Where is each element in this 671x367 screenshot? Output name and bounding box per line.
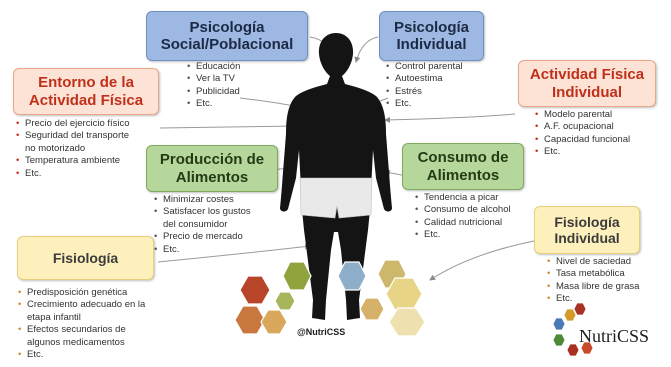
box-psicologia-social-line2: Social/Poblacional bbox=[161, 36, 294, 53]
brand-name: NutriCSS bbox=[579, 326, 649, 347]
list-item: no motorizado bbox=[15, 143, 130, 155]
box-psicologia-individual-line2: Individual bbox=[396, 36, 466, 53]
list-item: Satisfacer los gustos bbox=[153, 206, 251, 218]
list-item: del consumidor bbox=[153, 219, 251, 231]
list-item: Precio de mercado bbox=[153, 231, 251, 243]
box-consumo-line1: Consumo de bbox=[418, 149, 509, 166]
list-actividad-individual: Modelo parental A.F. ocupacional Capacid… bbox=[534, 109, 630, 159]
list-item: Etc. bbox=[385, 98, 463, 110]
list-produccion: Minimizar costes Satisfacer los gustos d… bbox=[153, 194, 251, 256]
box-actividad-individual-line1: Actividad Física bbox=[530, 66, 644, 83]
box-fisiologia-individual: Fisiología Individual bbox=[534, 206, 640, 254]
box-entorno-actividad: Entorno de la Actividad Física bbox=[13, 68, 159, 115]
box-produccion-line1: Producción de bbox=[160, 151, 264, 168]
list-item: Calidad nutricional bbox=[414, 217, 511, 229]
list-item: Seguridad del transporte bbox=[15, 130, 130, 142]
list-psicologia-social: Educación Ver la TV Publicidad Etc. bbox=[186, 61, 240, 111]
list-item: Educación bbox=[186, 61, 240, 73]
box-actividad-individual-line2: Individual bbox=[552, 84, 622, 101]
list-psicologia-individual: Control parental Autoestima Estrés Etc. bbox=[385, 61, 463, 111]
box-fisiologia: Fisiología bbox=[17, 236, 154, 280]
box-actividad-individual: Actividad Física Individual bbox=[518, 60, 656, 107]
list-item: Etc. bbox=[153, 244, 251, 256]
list-item: Temperatura ambiente bbox=[15, 155, 130, 167]
list-item: Etc. bbox=[546, 293, 639, 305]
list-item: A.F. ocupacional bbox=[534, 121, 630, 133]
box-psicologia-individual: Psicología Individual bbox=[379, 11, 484, 61]
list-item: algunos medicamentos bbox=[17, 337, 145, 349]
list-item: Modelo parental bbox=[534, 109, 630, 121]
list-item: etapa infantil bbox=[17, 312, 145, 324]
list-item: Control parental bbox=[385, 61, 463, 73]
list-item: Consumo de alcohol bbox=[414, 204, 511, 216]
list-item: Tendencia a picar bbox=[414, 192, 511, 204]
list-item: Etc. bbox=[414, 229, 511, 241]
box-entorno-actividad-line2: Actividad Física bbox=[29, 92, 143, 109]
list-item: Predisposición genética bbox=[17, 287, 145, 299]
list-item: Etc. bbox=[17, 349, 145, 361]
list-item: Ver la TV bbox=[186, 73, 240, 85]
box-consumo: Consumo de Alimentos bbox=[402, 143, 524, 190]
list-item: Etc. bbox=[534, 146, 630, 158]
box-produccion: Producción de Alimentos bbox=[146, 145, 278, 192]
food-hexagons bbox=[235, 260, 425, 336]
list-item: Nivel de saciedad bbox=[546, 256, 639, 268]
list-item: Minimizar costes bbox=[153, 194, 251, 206]
list-item: Crecimiento adecuado en la bbox=[17, 299, 145, 311]
list-item: Etc. bbox=[15, 168, 130, 180]
watermark: @NutriCSS bbox=[297, 327, 345, 337]
list-item: Publicidad bbox=[186, 86, 240, 98]
box-fisiologia-individual-line2: Individual bbox=[554, 230, 619, 246]
list-consumo: Tendencia a picar Consumo de alcohol Cal… bbox=[414, 192, 511, 242]
list-item: Estrés bbox=[385, 86, 463, 98]
box-psicologia-social-line1: Psicología bbox=[189, 19, 264, 36]
list-item: Capacidad funcional bbox=[534, 134, 630, 146]
list-fisiologia-individual: Nivel de saciedad Tasa metabólica Masa l… bbox=[546, 256, 639, 306]
list-item: Autoestima bbox=[385, 73, 463, 85]
box-produccion-line2: Alimentos bbox=[176, 169, 249, 186]
box-fisiologia-line1: Fisiología bbox=[53, 250, 118, 266]
box-psicologia-individual-line1: Psicología bbox=[394, 19, 469, 36]
list-item: Efectos secundarios de bbox=[17, 324, 145, 336]
box-psicologia-social: Psicología Social/Poblacional bbox=[146, 11, 308, 61]
list-entorno-actividad: Precio del ejercicio físico Seguridad de… bbox=[15, 118, 130, 180]
box-consumo-line2: Alimentos bbox=[427, 167, 500, 184]
list-item: Precio del ejercicio físico bbox=[15, 118, 130, 130]
list-item: Etc. bbox=[186, 98, 240, 110]
list-item: Masa libre de grasa bbox=[546, 281, 639, 293]
list-item: Tasa metabólica bbox=[546, 268, 639, 280]
list-fisiologia: Predisposición genética Crecimiento adec… bbox=[17, 287, 145, 361]
box-entorno-actividad-line1: Entorno de la bbox=[38, 74, 134, 91]
box-fisiologia-individual-line1: Fisiología bbox=[554, 214, 619, 230]
